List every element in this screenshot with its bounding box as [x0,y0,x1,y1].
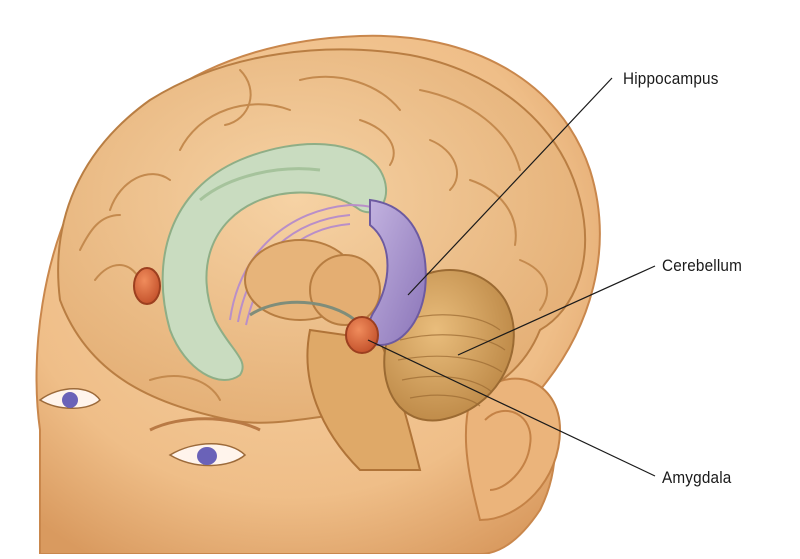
amygdala-left [133,267,161,305]
amygdala-leader [367,339,656,477]
eyes [38,388,261,467]
hippocampus-leader [407,77,613,296]
ear [464,377,562,522]
hippocampus [367,198,427,347]
amygdala-label: Amygdala [662,468,732,487]
cerebellum-label: Cerebellum [662,256,743,275]
amygdala [345,316,379,354]
lateral-ventricle [161,143,387,381]
cerebellum-leader [457,265,656,356]
hippocampus-label: Hippocampus [623,69,719,88]
leader-lines [367,77,656,477]
